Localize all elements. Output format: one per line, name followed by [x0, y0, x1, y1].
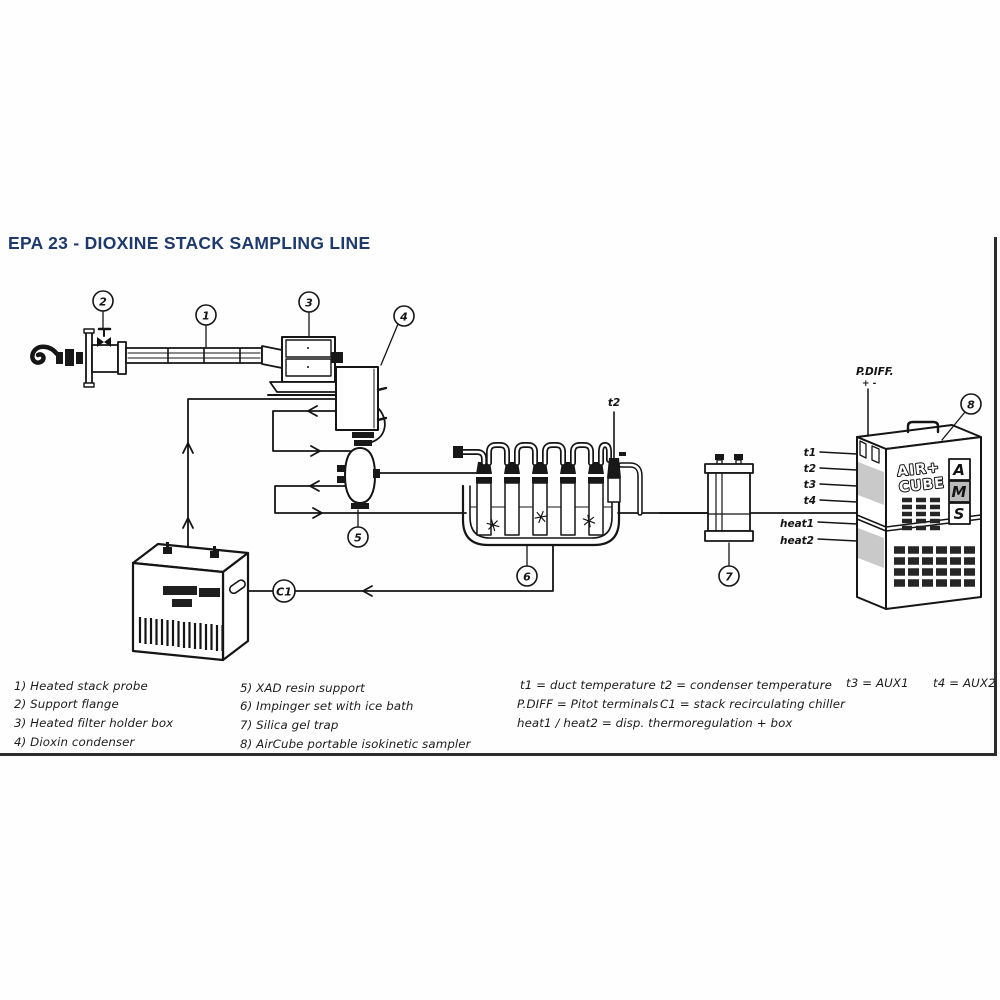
- impinger-connectors: [453, 442, 612, 466]
- lower-vent-grid: [894, 546, 975, 587]
- svg-text:A: A: [952, 461, 965, 479]
- shading: [858, 528, 884, 568]
- port-label-t4: t4: [804, 495, 816, 507]
- legend-item: t2 = condenser temperature: [660, 678, 832, 692]
- legend-item: 4) Dioxin condenser: [14, 735, 135, 749]
- svg-text:CUBE: CUBE: [898, 475, 945, 496]
- legend-item: P.DIFF = Pitot terminals: [517, 697, 659, 711]
- callouts: 2 1 3 4: [92, 290, 982, 603]
- heated-stack-probe: [30, 327, 283, 388]
- svg-text:S: S: [954, 505, 965, 523]
- shading: [858, 462, 884, 505]
- legend-item: C1 = stack recirculating chiller: [660, 697, 846, 711]
- flange-valve: [97, 327, 112, 347]
- handle-icon: [906, 420, 940, 434]
- chiller-label-blocks: [163, 586, 220, 607]
- legend-item: t4 = AUX2: [933, 676, 996, 690]
- chiller-top-ports: [163, 542, 219, 558]
- recirculating-chiller: [131, 542, 250, 662]
- svg-text:2: 2: [99, 296, 107, 309]
- svg-text:5: 5: [354, 532, 362, 545]
- callout-6: 6: [516, 545, 538, 587]
- support-flange: [83, 328, 127, 388]
- legend-item: 5) XAD resin support: [240, 681, 365, 695]
- diagram-labels: P.DIFF. + - t2 t1 t2 t3 t4 heat1 heat2: [608, 366, 894, 547]
- callout-1: 1: [195, 304, 217, 348]
- ams-badge: A M S: [948, 458, 971, 525]
- callout-3: 3: [298, 291, 320, 337]
- callout-8: 8: [941, 393, 982, 441]
- ice-crystals: [486, 510, 596, 532]
- flow-arrows: [182, 405, 373, 597]
- legend-item: 6) Impinger set with ice bath: [240, 699, 414, 713]
- callout-4: 4: [380, 305, 415, 366]
- callout-c1: C1: [272, 579, 296, 603]
- heated-filter-holder-box: [267, 336, 355, 396]
- legend-item: 2) Support flange: [14, 697, 119, 711]
- piping-lines: [182, 398, 858, 597]
- port-label-t1: t1: [804, 447, 816, 459]
- impinger-bottles: [476, 462, 604, 536]
- aircube-logo: AIR+ CUBE: [896, 459, 947, 497]
- legend-item: 1) Heated stack probe: [14, 679, 148, 693]
- frame-border-right: [994, 237, 997, 756]
- frame-border-bottom: [0, 753, 997, 756]
- dioxin-condenser: [335, 366, 388, 446]
- xad-resin-support: [337, 447, 380, 509]
- page-title: EPA 23 - DIOXINE STACK SAMPLING LINE: [8, 233, 371, 253]
- impinger-set-ice-bath: [453, 411, 643, 547]
- heat2-label: heat2: [780, 535, 814, 547]
- silica-gel-trap: [659, 454, 754, 542]
- legend-item: heat1 / heat2 = disp. thermoregulation +…: [517, 716, 793, 730]
- legend-item: 8) AirCube portable isokinetic sampler: [240, 737, 471, 751]
- legend-item: 3) Heated filter holder box: [14, 716, 174, 730]
- aircube-sampler: AIR+ CUBE A M S: [817, 388, 982, 610]
- impinger-caps: [476, 462, 604, 483]
- t2-probe-label: t2: [608, 397, 620, 409]
- legend-item: 7) Silica gel trap: [240, 718, 339, 732]
- svg-text:7: 7: [725, 571, 733, 584]
- chiller-vents: [138, 617, 224, 651]
- callout-5: 5: [347, 509, 369, 548]
- callout-7: 7: [718, 542, 740, 587]
- pdiff-polarity: + -: [862, 379, 877, 389]
- heat1-label: heat1: [780, 518, 814, 530]
- port-label-t2: t2: [804, 463, 816, 475]
- svg-text:6: 6: [523, 571, 531, 584]
- t2-thermocouple: [613, 411, 626, 461]
- svg-text:C1: C1: [276, 586, 292, 599]
- port-lines: [817, 451, 858, 542]
- svg-text:3: 3: [305, 297, 313, 310]
- svg-text:AIR+: AIR+: [897, 460, 941, 480]
- legend-item: t1 = duct temperature: [520, 678, 656, 692]
- chiller-handle: [228, 579, 246, 595]
- upper-vent-grid: [902, 497, 940, 531]
- svg-text:4: 4: [399, 311, 408, 324]
- impinger-outlet: [607, 458, 643, 516]
- inlet-cap: [453, 446, 463, 458]
- probe-tube: [125, 345, 283, 369]
- callout-2: 2: [92, 290, 114, 329]
- pdiff-label: P.DIFF.: [856, 366, 894, 378]
- port-label-t3: t3: [804, 479, 816, 491]
- svg-text:M: M: [952, 483, 967, 501]
- legend-item: t3 = AUX1: [846, 676, 909, 690]
- svg-text:8: 8: [967, 399, 975, 412]
- nozzle-hook: [30, 344, 60, 365]
- svg-text:1: 1: [202, 310, 210, 323]
- probe-union-fittings: [56, 349, 83, 366]
